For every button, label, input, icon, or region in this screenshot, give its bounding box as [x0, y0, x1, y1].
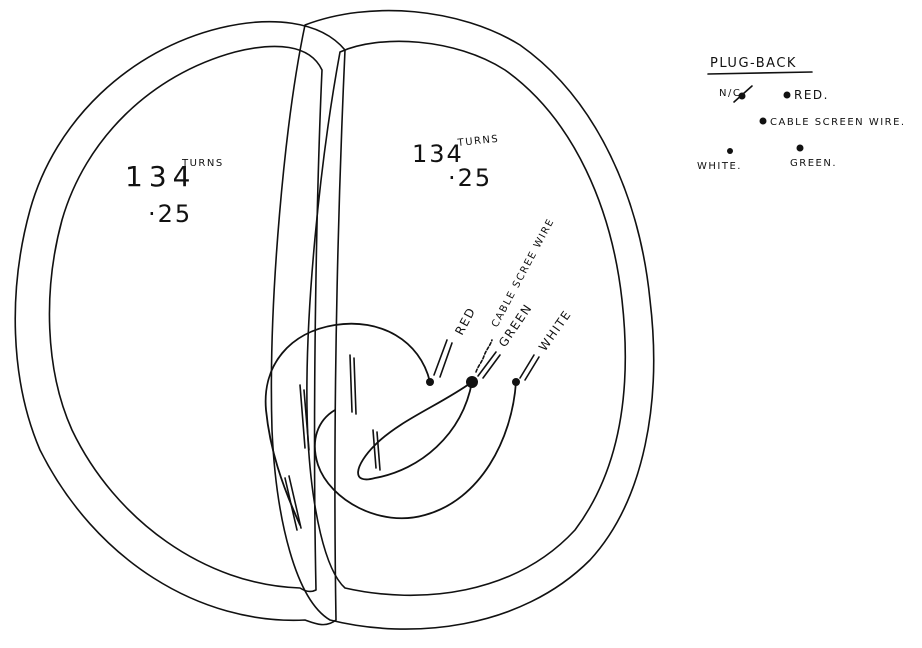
plug-back-title: PLUG-BACK — [710, 56, 797, 71]
plug-back-green-label: GREEN. — [790, 158, 837, 169]
plug-back-red-label: RED. — [794, 88, 829, 102]
plug-back-green-pin — [796, 144, 804, 152]
hatch-mark — [376, 431, 381, 471]
hatch-mark — [288, 475, 302, 529]
plug-back-screen-label: CABLE SCREEN WIRE. — [770, 117, 906, 128]
plug-back-title-underline — [707, 71, 813, 75]
plug-back-nc-label: N/C — [719, 88, 741, 99]
wires — [264, 322, 517, 526]
left-coil-gauge: ·25 — [148, 200, 192, 228]
left-coil-outer-edge — [14, 20, 346, 626]
hatch-marks — [284, 354, 381, 531]
left-coil-turns-number: 134 — [125, 160, 196, 193]
white-lead-line — [524, 356, 540, 381]
plug-back-screen-pin — [759, 117, 767, 125]
red-lead-line — [439, 342, 453, 378]
plug-back-white-label: WHITE. — [697, 161, 742, 172]
red-lead-line — [433, 339, 448, 376]
white-wire-label: WHITE — [536, 307, 574, 353]
hatch-mark — [299, 384, 306, 449]
white-terminal-dot — [512, 378, 520, 386]
right-coil-gauge: ·25 — [448, 164, 492, 192]
red-wire-label: RED — [452, 305, 478, 338]
right-coil-ring — [270, 9, 655, 630]
red-wire-loop — [264, 322, 431, 526]
left-coil-inner-edge — [48, 45, 323, 593]
green-lead-line — [482, 354, 501, 379]
red-terminal-dot — [426, 378, 434, 386]
right-coil-turns-word: TURNS — [456, 134, 500, 149]
left-coil-turns-word: TURNS — [181, 158, 224, 169]
green-lead-line — [477, 351, 497, 377]
white-lead-line — [519, 354, 535, 379]
right-coil-outer-edge — [270, 9, 655, 630]
white-wire-loop — [314, 381, 517, 520]
left-coil-ring — [14, 20, 346, 626]
plug-back-red-pin — [783, 91, 791, 99]
plug-back-key: PLUG-BACK N/C RED. CABLE SCREEN WIRE. WH… — [697, 56, 906, 172]
screen-braid-line — [475, 339, 493, 373]
hatch-mark — [303, 389, 310, 451]
plug-back-white-pin — [727, 148, 733, 154]
hatch-mark — [372, 429, 377, 469]
hatch-mark — [349, 354, 353, 413]
right-coil-inner-edge — [306, 40, 627, 597]
hatch-mark — [353, 357, 357, 415]
right-coil-turns-number: 134 — [412, 140, 464, 168]
green-wire-loop — [357, 381, 473, 481]
lead-lines — [433, 339, 540, 381]
plug-back-nc-cross — [733, 85, 753, 103]
green-terminal-dot — [466, 376, 478, 388]
